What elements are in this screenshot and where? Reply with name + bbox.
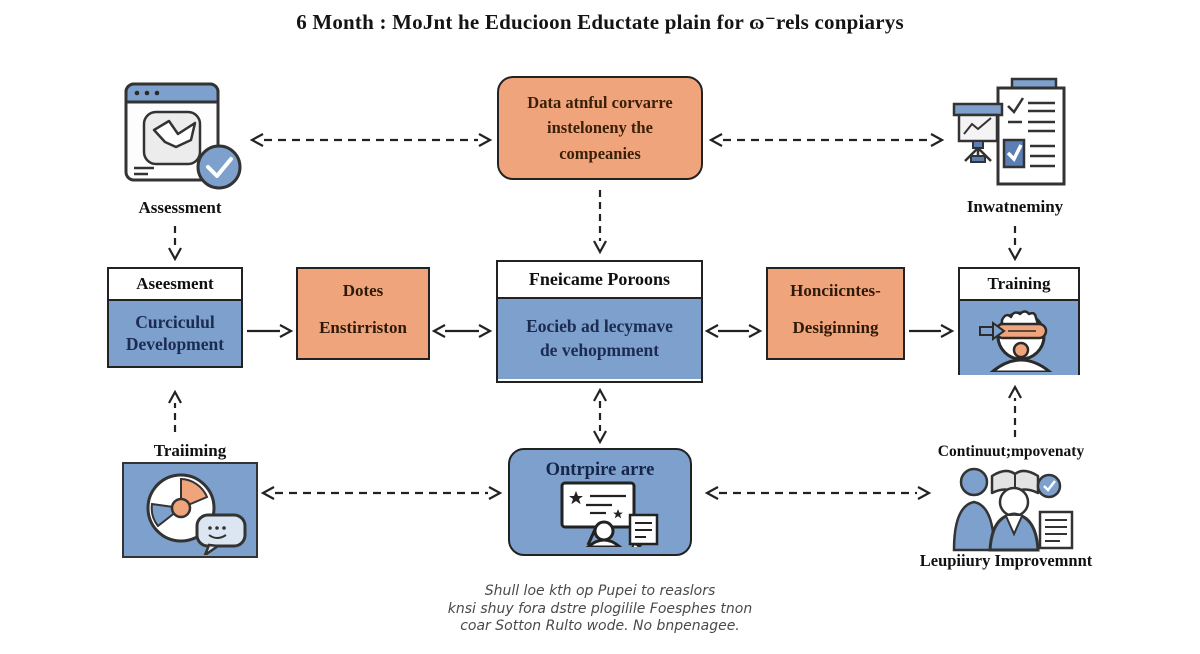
dotes-line1: Dotes	[342, 281, 384, 300]
program-box-line1: Eocieb ad lecymave	[526, 316, 673, 337]
caption-line3: coar Sotton Rulto wode. No bnpenagee.	[460, 618, 740, 634]
program-development-box: Fneicame Poroons Eocieb ad lecymave de v…	[496, 260, 703, 383]
training-box-header: Training	[960, 269, 1078, 301]
training-bottom-label: Traiiming	[153, 441, 227, 460]
designing-line2: Desiginning	[792, 318, 879, 337]
page-title: 6 Month : MoJnt he Educioon Eductate pla…	[296, 10, 904, 34]
improvement-people-icon	[948, 460, 1076, 552]
assessment-browser-icon	[122, 80, 247, 192]
data-software-box: Data atnful corvarre insteloneny the com…	[497, 76, 703, 180]
designing-box: Honciicntes- Desiginning	[766, 267, 905, 360]
assessment-label: Assessment	[138, 198, 222, 217]
training-box: Training	[958, 267, 1080, 375]
training-chart-icon	[122, 462, 258, 558]
improvement-label-bottom: Leupiiury Improvemnnt	[919, 551, 1093, 570]
curriculum-box-body: Curciculul Development	[109, 301, 241, 366]
designing-line1: Honciicntes-	[790, 281, 881, 300]
inventory-label: Inwatneminy	[966, 197, 1064, 216]
data-box-line2: insteloneny the	[547, 118, 653, 138]
enterprise-box: Ontrpire arre	[508, 448, 692, 556]
enterprise-box-title: Ontrpire arre	[545, 460, 655, 480]
curriculum-box-header: Aseesment	[109, 269, 241, 301]
dotes-line2: Enstirriston	[319, 318, 407, 337]
caption-line1: Shull loe kth op Pupei to reaslors	[484, 583, 716, 599]
enterprise-monitor-icon	[510, 481, 690, 547]
data-box-line1: Data atnful corvarre	[527, 92, 673, 112]
dotes-box: Dotes Enstirriston	[296, 267, 430, 360]
footer-caption: Shull loe kth op Pupei to reaslors knsi …	[0, 583, 1200, 636]
program-box-line2: de vehopmment	[539, 340, 660, 360]
curriculum-development-box: Aseesment Curciculul Development	[107, 267, 243, 368]
caption-line2: knsi shuy fora dstre plogilile Foesphes …	[447, 600, 753, 617]
inventory-checklist-icon	[950, 76, 1080, 190]
training-head-icon	[960, 301, 1078, 375]
program-box-header: Fneicame Poroons	[498, 262, 701, 299]
improvement-label-top: Continuut;mpovenaty	[937, 443, 1085, 460]
data-box-line3: compeanies	[559, 143, 641, 163]
